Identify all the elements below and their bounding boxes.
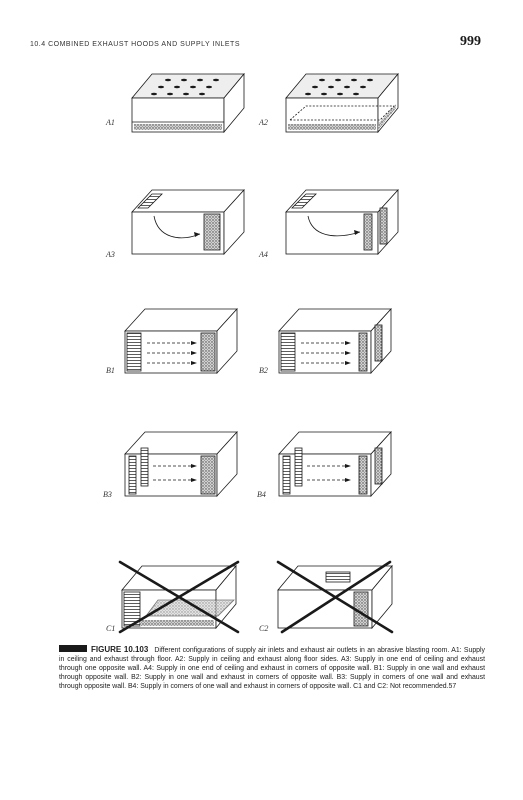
diagram-a2: [282, 64, 402, 139]
diagram-b1: [121, 305, 241, 380]
label-a3: A3: [106, 250, 115, 259]
diagram-a3: [128, 186, 248, 261]
diagram-c2: [274, 560, 399, 635]
diagram-b4: [275, 428, 395, 503]
figure-number: FIGURE 10.103: [91, 645, 149, 654]
diagram-c1: [118, 560, 243, 635]
label-a1: A1: [106, 118, 115, 127]
caption-text: Different configurations of supply air i…: [59, 647, 485, 690]
label-b4: B4: [257, 490, 266, 499]
label-c1: C1: [106, 624, 116, 633]
label-c2: C2: [259, 624, 269, 633]
diagram-b3: [121, 428, 241, 503]
label-a2: A2: [259, 118, 268, 127]
label-b2: B2: [259, 366, 268, 375]
label-b1: B1: [106, 366, 115, 375]
caption-marker: [59, 645, 87, 652]
running-head: 10.4 COMBINED EXHAUST HOODS AND SUPPLY I…: [30, 41, 240, 48]
diagram-a4: [282, 186, 402, 261]
diagram-b2: [275, 305, 395, 380]
label-b3: B3: [103, 490, 112, 499]
diagram-a1: [128, 64, 248, 139]
page-number: 999: [460, 34, 481, 49]
label-a4: A4: [259, 250, 268, 259]
